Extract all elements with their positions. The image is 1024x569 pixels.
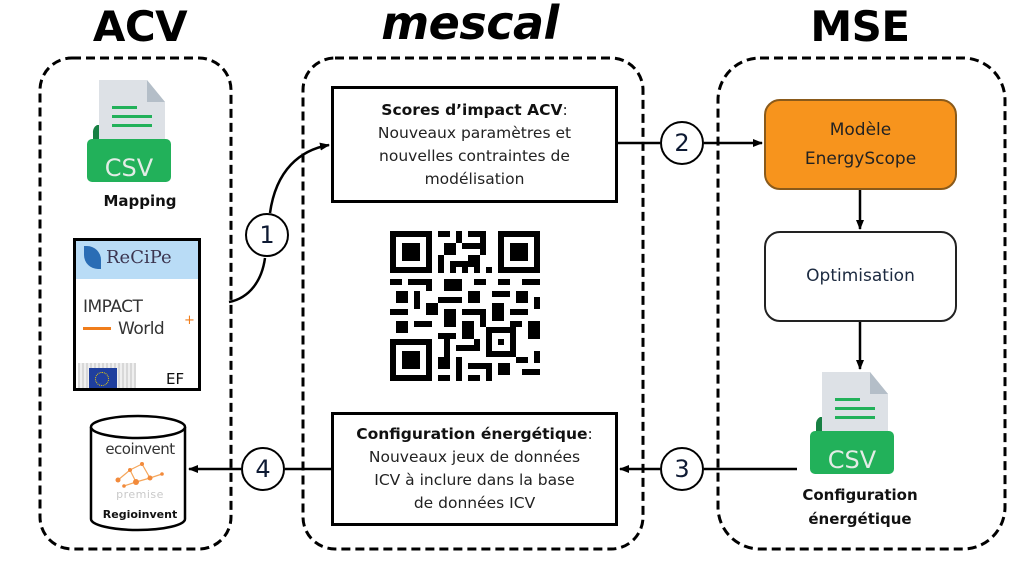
impact-methods-panel: ReCiPe IMPACT World + EF — [73, 238, 201, 391]
lca-scores-box: Scores d’impact ACV: Nouveaux paramètres… — [331, 86, 618, 203]
csv-file-icon: CSV — [808, 372, 908, 480]
step-2-badge: 2 — [660, 121, 704, 165]
arrow-1-upper — [268, 142, 330, 214]
mse-column-title: MSE — [810, 2, 910, 51]
csv-badge-text: CSV — [104, 154, 154, 182]
leaf-icon — [84, 246, 101, 269]
scores-box-line: Nouveaux paramètres et — [377, 123, 572, 142]
qr-code-icon[interactable] — [390, 231, 540, 381]
recipe-text: ReCiPe — [106, 247, 172, 268]
impact-world-line2: World — [118, 319, 165, 339]
config-box-colon: : — [587, 425, 593, 443]
impact-world-plus: + — [184, 313, 195, 328]
energy-config-label-line1: Configuration — [802, 486, 918, 504]
step-3-badge: 3 — [660, 447, 704, 491]
arrow-1-lower — [228, 257, 267, 304]
mescal-column-title: mescal — [381, 0, 559, 50]
step-1-badge: 1 — [245, 213, 289, 257]
ecoinvent-logo: ecoinvent — [105, 440, 175, 458]
energy-config-file-label: Configuration énergétique — [770, 483, 950, 531]
regioinvent-label: Regioinvent — [102, 508, 178, 521]
scores-box-line: modélisation — [424, 169, 525, 188]
model-box-line2: EnergyScope — [804, 148, 917, 169]
config-box-line: ICV à inclure dans la base — [374, 471, 575, 489]
config-box-line: de données ICV — [413, 494, 536, 512]
mescal-container — [301, 56, 645, 551]
model-box-line1: Modèle — [829, 119, 892, 140]
acv-container — [38, 56, 233, 551]
premise-network-icon — [115, 462, 164, 488]
config-box-line: Nouveaux jeux de données — [368, 448, 581, 466]
step-4-badge: 4 — [241, 447, 285, 491]
ef-label: EF — [166, 370, 185, 388]
csv-badge-text: CSV — [827, 446, 877, 474]
acv-column-title: ACV — [92, 2, 188, 51]
mse-container — [716, 56, 1007, 551]
energyscope-model-box: Modèle EnergyScope — [764, 99, 957, 190]
database-cylinder-icon — [89, 414, 187, 532]
config-box-title: Configuration énergétique — [356, 425, 588, 443]
eu-flag-icon — [89, 368, 117, 388]
premise-logo: premise — [116, 488, 164, 501]
impact-world-underline — [83, 327, 111, 330]
mapping-label: Mapping — [103, 192, 177, 210]
optimisation-label: Optimisation — [806, 266, 915, 286]
energy-config-box: Configuration énergétique: Nouveaux jeux… — [331, 412, 618, 526]
optimisation-box: Optimisation — [764, 231, 957, 322]
scores-box-title: Scores d’impact ACV — [381, 100, 563, 119]
scores-box-line: nouvelles contraintes de — [379, 146, 570, 165]
energy-config-label-line2: énergétique — [808, 510, 912, 528]
impact-world-line1: IMPACT — [83, 297, 143, 317]
scores-box-colon: : — [562, 100, 568, 119]
recipe-logo: ReCiPe — [76, 241, 198, 279]
csv-file-icon: CSV — [85, 80, 185, 188]
